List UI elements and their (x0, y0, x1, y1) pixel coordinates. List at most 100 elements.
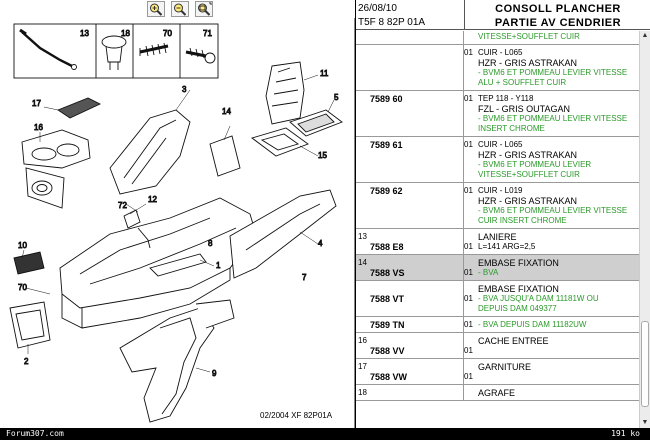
callout-2: 2 (24, 357, 29, 366)
description-cell: LANIERE 01 L=141 ARG=2,5 (464, 229, 639, 254)
row-description: LANIERE (478, 232, 517, 242)
scroll-up-icon[interactable]: ▲ (641, 32, 649, 39)
diagram-pane: 13 18 70 71 3 11 17 16 14 5 15 1 12 72 4… (0, 0, 355, 428)
zoom-toolbar (0, 0, 355, 18)
row-part-number[interactable]: 7589 TN (370, 320, 405, 330)
callout-10: 10 (18, 241, 27, 250)
table-row[interactable]: VITESSE+SOUFFLET CUIR (356, 31, 639, 45)
zoom-fit-icon[interactable] (195, 1, 213, 17)
status-file-size: 191 ko (611, 429, 640, 438)
callout-11: 11 (320, 69, 329, 78)
row-part-number[interactable]: 7589 60 (370, 94, 403, 104)
header-code: T5F 8 82P 01A (358, 17, 426, 28)
row-description: AGRAFE (478, 388, 516, 398)
callout-5: 5 (334, 93, 339, 102)
row-part-number[interactable]: 7588 E8 (370, 242, 404, 252)
row-ref-number: 14 (358, 258, 367, 267)
ref-cell: 7589 60 (356, 91, 464, 136)
description-cell: AGRAFE (464, 385, 639, 400)
row-description: TEP 118 - Y118 (478, 94, 534, 103)
row-note: - BVA JUSQU'A DAM 11181W OU (478, 294, 599, 303)
row-part-number[interactable]: 7589 61 (370, 140, 403, 150)
row-note: DEPUIS DAM 049377 (478, 304, 557, 313)
row-note: - BVM6 ET POMMEAU LEVIER VITESSE (478, 114, 628, 123)
row-note: INSERT CHROME (478, 124, 545, 133)
row-description: FZL - GRIS OUTAGAN (478, 104, 571, 114)
description-cell: VITESSE+SOUFFLET CUIR (464, 31, 639, 44)
table-row[interactable]: 18 AGRAFE (356, 385, 639, 401)
row-part-number[interactable]: 7588 VS (370, 268, 405, 278)
scroll-down-icon[interactable]: ▼ (641, 419, 649, 426)
scroll-thumb[interactable] (641, 321, 649, 407)
row-note: - BVM6 ET POMMEAU LEVIER (478, 160, 592, 169)
vertical-scrollbar[interactable]: ▲ ▼ (639, 31, 650, 428)
row-quantity: 01 (464, 294, 473, 303)
row-ref-number: 18 (358, 388, 367, 397)
row-part-number[interactable]: 7589 62 (370, 186, 403, 196)
row-description: CUIR - L065 (478, 140, 523, 149)
callout-13: 13 (80, 29, 89, 38)
row-part-number[interactable]: 7588 VT (370, 294, 405, 304)
row-description: HZR - GRIS ASTRAKAN (478, 196, 578, 206)
callout-17: 17 (32, 99, 41, 108)
row-quantity: 01 (464, 372, 473, 381)
callout-18: 18 (121, 29, 130, 38)
row-quantity: 01 (464, 94, 473, 103)
callout-72: 72 (118, 201, 127, 210)
header-date: 26/08/10 (358, 3, 397, 14)
callout-8: 8 (208, 239, 213, 248)
row-quantity: 01 (464, 242, 473, 251)
row-description: EMBASE FIXATION (478, 258, 559, 268)
row-description: CACHE ENTREE (478, 336, 549, 346)
row-quantity: 01 (464, 268, 473, 277)
header-title-line1: CONSOLL PLANCHER (495, 3, 621, 15)
row-ref-number: 13 (358, 232, 367, 241)
row-part-number[interactable]: 7588 VW (370, 372, 408, 382)
exploded-parts-diagram: 13 18 70 71 3 11 17 16 14 5 15 1 12 72 4… (0, 18, 355, 428)
row-note: VITESSE+SOUFFLET CUIR (478, 170, 580, 179)
row-part-number[interactable]: 7588 VV (370, 346, 405, 356)
row-description: CUIR - L019 (478, 186, 523, 195)
row-ref-number: 16 (358, 336, 367, 345)
ref-cell: 7589 TN (356, 317, 464, 332)
ref-cell: 7589 61 (356, 137, 464, 182)
parts-list-pane: 26/08/10 T5F 8 82P 01A CONSOLL PLANCHER … (356, 0, 650, 428)
row-note: VITESSE+SOUFFLET CUIR (478, 32, 580, 41)
catalog-header: 26/08/10 T5F 8 82P 01A CONSOLL PLANCHER … (356, 0, 650, 30)
callout-1: 1 (216, 261, 221, 270)
ref-cell (356, 45, 464, 90)
header-divider (464, 0, 465, 30)
callout-70: 70 (163, 29, 172, 38)
header-title-line2: PARTIE AV CENDRIER (494, 17, 622, 29)
callout-12: 12 (148, 195, 157, 204)
ref-cell (356, 31, 464, 44)
zoom-out-icon[interactable] (171, 1, 189, 17)
zoom-in-icon[interactable] (147, 1, 165, 17)
row-description: L=141 ARG=2,5 (478, 242, 536, 251)
callout-9: 9 (212, 369, 217, 378)
row-quantity: 01 (464, 48, 473, 57)
ref-cell: 7588 VT (356, 281, 464, 316)
row-description: HZR - GRIS ASTRAKAN (478, 58, 578, 68)
